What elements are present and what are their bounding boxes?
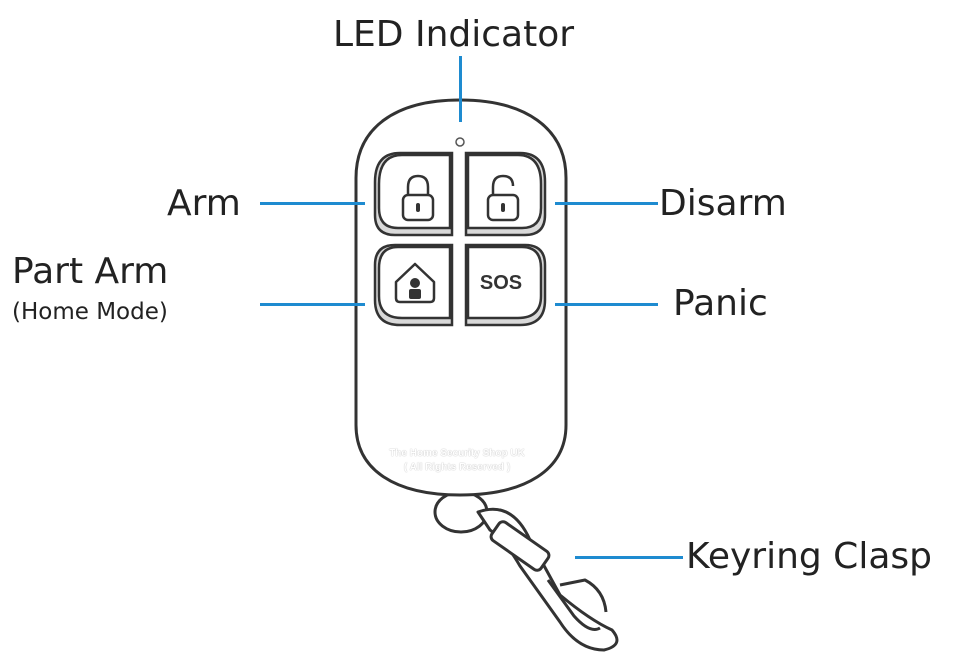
panic-label: Panic xyxy=(673,283,768,324)
home-icon xyxy=(394,262,436,304)
sos-label: SOS xyxy=(480,272,522,294)
keyring-clasp xyxy=(476,507,619,652)
panic-leader xyxy=(555,303,658,306)
arm-label: Arm xyxy=(167,183,241,224)
lock-icon xyxy=(401,174,435,222)
watermark-line-2: ( All Rights Reserved ) xyxy=(403,462,511,473)
led-leader xyxy=(459,56,462,122)
disarm-leader xyxy=(555,202,658,205)
arm-leader xyxy=(260,202,365,205)
led-dot xyxy=(455,137,465,147)
part-arm-leader xyxy=(260,303,365,306)
sos-button xyxy=(466,245,543,320)
unlock-icon xyxy=(486,174,520,222)
disarm-label: Disarm xyxy=(659,183,787,224)
watermark-line-1: The Home Security Shop UK xyxy=(389,448,525,459)
keyring-leader xyxy=(575,556,683,559)
keyring-clasp-label: Keyring Clasp xyxy=(686,536,932,577)
disarm-button xyxy=(466,153,543,230)
led-indicator-label: LED Indicator xyxy=(333,14,575,55)
home-mode-label: (Home Mode) xyxy=(12,299,168,325)
arm-button xyxy=(377,153,452,230)
part-arm-label: Part Arm xyxy=(12,251,169,292)
